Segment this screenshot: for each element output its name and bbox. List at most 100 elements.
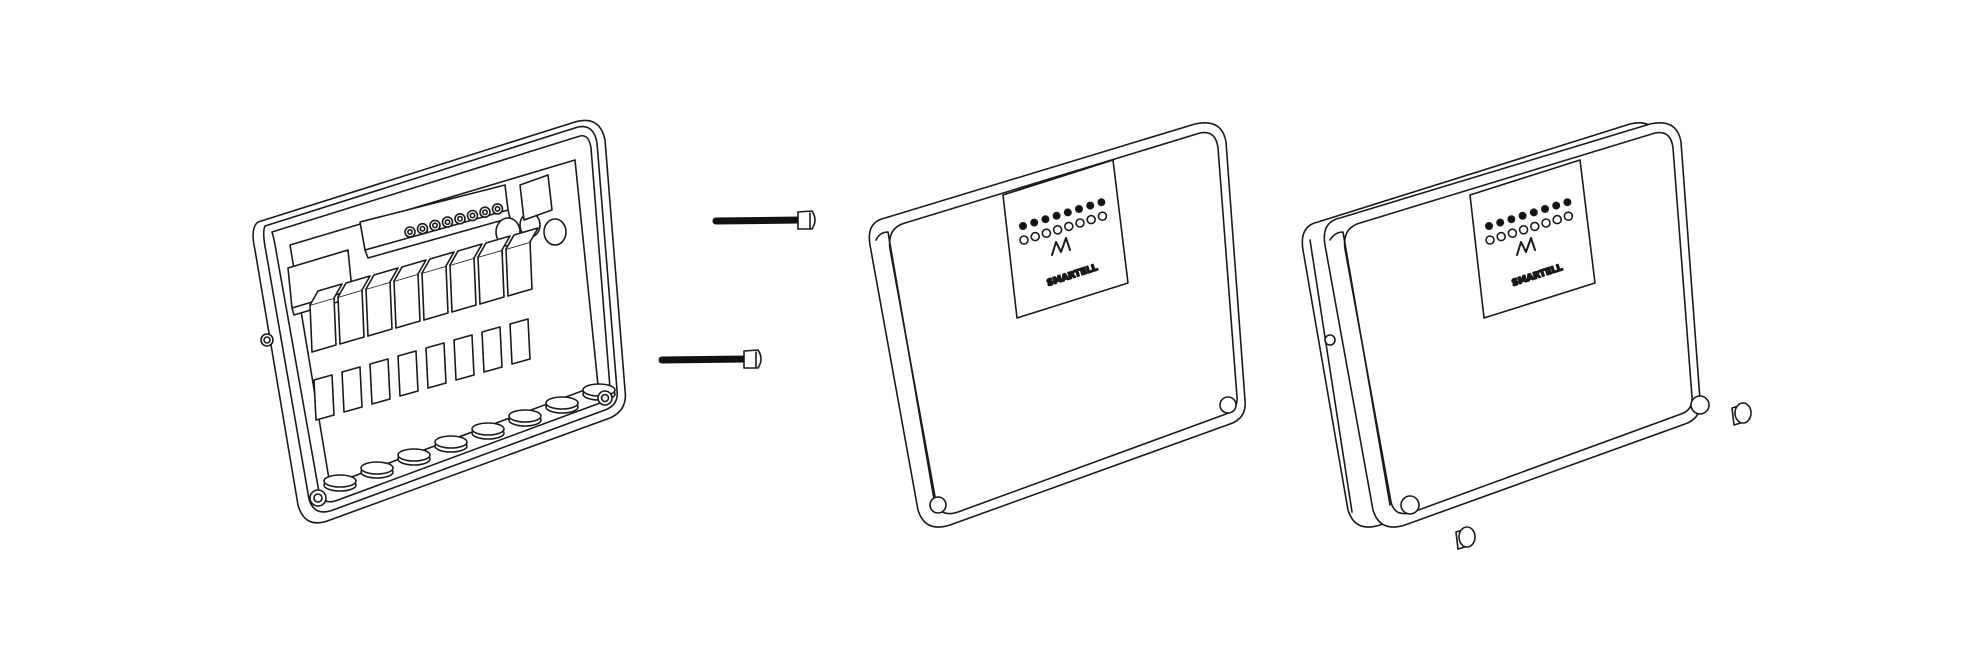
indicator-led — [1552, 214, 1562, 225]
cable-gland-top — [434, 435, 468, 449]
indicator-leds — [1485, 198, 1574, 245]
indicator-symbol — [1018, 222, 1027, 231]
indicator-symbol — [1541, 205, 1550, 214]
indicator-symbol — [1563, 198, 1572, 207]
relay-top — [309, 283, 343, 306]
base-corner-hole-right — [597, 390, 613, 406]
indicator-led — [1052, 225, 1063, 235]
screw-caps — [1455, 402, 1752, 550]
indicator-symbol — [1507, 215, 1516, 224]
indicator-led — [1496, 231, 1506, 242]
terminal-screw — [481, 209, 488, 216]
relay-lower — [509, 318, 531, 365]
indicator-symbol — [1529, 208, 1538, 217]
cable-gland-top — [471, 422, 505, 436]
terminal-holes — [404, 203, 504, 238]
indicator-symbol — [1518, 211, 1527, 220]
relay-top — [421, 251, 455, 274]
cover-screw-hole — [1219, 396, 1237, 414]
top-terminal-block — [359, 184, 511, 259]
relay-top — [449, 243, 483, 266]
cable-gland-top — [360, 461, 394, 475]
cover-screw-hole — [929, 496, 947, 514]
indicator-led — [1097, 211, 1108, 221]
base-side-hole — [260, 333, 274, 347]
cable-gland-top — [508, 409, 542, 423]
relay-body — [505, 241, 533, 297]
terminal-hole — [429, 219, 441, 232]
relay-body — [449, 257, 477, 313]
relay-lower — [453, 334, 475, 381]
assembled-label-panel — [1469, 159, 1596, 319]
indicator-symbol — [1052, 211, 1061, 220]
base-corner-hole — [309, 489, 327, 507]
indicator-symbol — [1485, 222, 1494, 231]
assembled-screw-hole — [1400, 495, 1420, 515]
relay-row — [309, 227, 539, 421]
terminal-screw — [444, 219, 451, 226]
terminal-screw — [456, 215, 463, 222]
relay-body — [309, 297, 337, 353]
open-base-enclosure — [252, 119, 627, 524]
long-screw-icon — [712, 210, 816, 230]
long-screws — [658, 210, 816, 369]
cable-gland-top — [323, 474, 357, 488]
base-outer-shell-depth — [262, 125, 619, 513]
indicator-led — [1563, 211, 1574, 221]
terminal-hole — [416, 222, 429, 235]
indicator-led — [1064, 221, 1074, 232]
relay-lower — [341, 366, 363, 413]
terminal-screw — [494, 205, 501, 212]
indicator-led — [1019, 235, 1029, 245]
indicator-led — [1541, 218, 1551, 228]
indicator-led — [1075, 218, 1085, 228]
terminal-hole — [479, 206, 491, 218]
screw-cap-icon — [1455, 526, 1476, 550]
relay-lower — [313, 374, 335, 421]
relay-top — [337, 275, 371, 298]
front-cover: SMARTELL — [868, 122, 1247, 528]
indicator-symbol — [1097, 198, 1106, 207]
terminal-hole — [466, 209, 479, 222]
indicator-symbol — [1496, 218, 1505, 227]
cable-glands — [323, 383, 616, 492]
indicator-led — [1030, 231, 1040, 242]
indicator-symbol — [1552, 201, 1561, 210]
long-screw-icon — [658, 349, 762, 369]
assembled-side-hole — [1324, 334, 1336, 346]
indicator-symbol — [1063, 208, 1072, 217]
cable-gland-top — [545, 396, 579, 410]
relay-top — [477, 235, 511, 258]
indicator-led — [1086, 214, 1096, 225]
screw-cap-icon — [1731, 402, 1752, 426]
indicator-symbol — [1086, 201, 1095, 210]
relay-body — [365, 281, 393, 337]
relay-body — [393, 273, 421, 329]
terminal-screw — [419, 225, 426, 232]
terminal-hole — [454, 213, 466, 225]
indicator-led — [1518, 225, 1529, 235]
terminal-screw — [406, 229, 413, 236]
indicator-symbol — [1041, 215, 1050, 224]
indicator-led — [1507, 228, 1518, 238]
assembled-screw-hole — [1690, 395, 1710, 415]
assembled-outer — [1323, 122, 1702, 528]
relay-top — [505, 227, 539, 250]
indicator-symbol — [1075, 205, 1084, 214]
terminal-hole — [404, 226, 416, 238]
terminal-hole — [491, 203, 504, 215]
indicator-led — [1530, 221, 1540, 232]
cable-gland-top — [397, 448, 431, 462]
indicator-symbol — [1030, 218, 1039, 227]
relay-top — [393, 259, 427, 282]
terminal-screw — [469, 212, 476, 219]
relay-body — [421, 265, 449, 321]
relay-lower — [481, 326, 503, 373]
relay-body — [337, 289, 365, 345]
relay-lower — [425, 342, 447, 389]
terminal-screw — [431, 222, 438, 229]
assembled-unit: SMARTELL — [1301, 122, 1710, 528]
relay-top — [365, 267, 399, 290]
